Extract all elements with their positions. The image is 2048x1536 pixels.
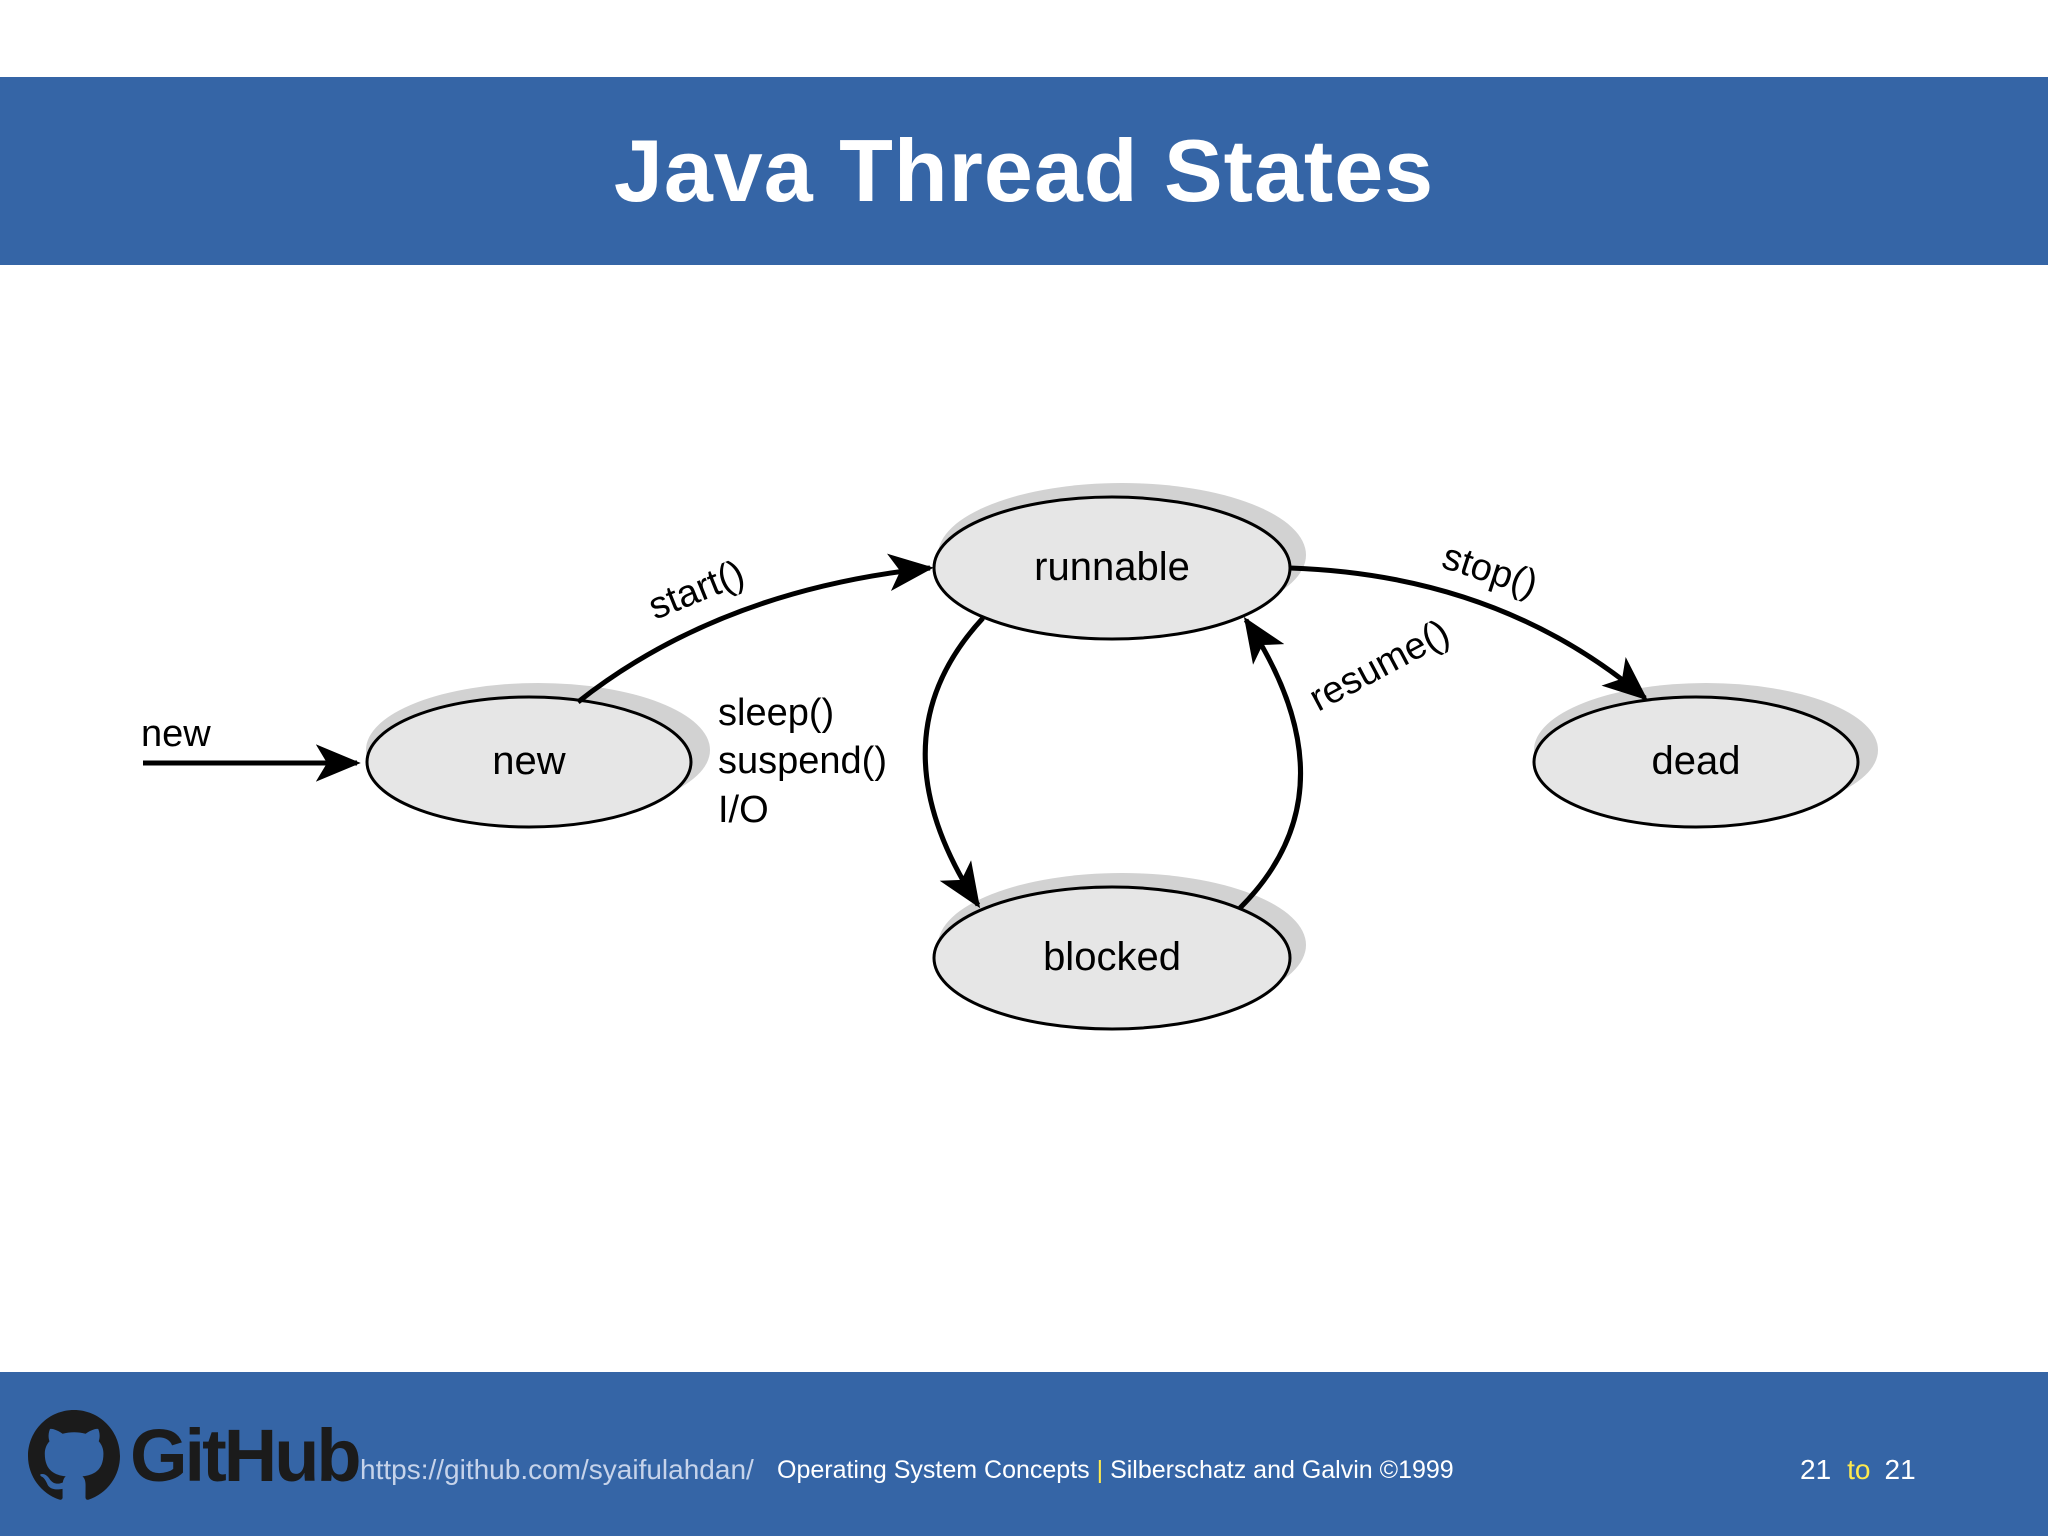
octocat-icon: [28, 1410, 120, 1500]
github-wordmark: GitHub: [130, 1414, 362, 1497]
page-to: to: [1847, 1454, 1871, 1485]
io-transition-label: I/O: [718, 789, 769, 831]
page-counter: 21 to 21: [1800, 1454, 1916, 1486]
blocked-state-label: blocked: [1043, 935, 1181, 979]
sleep-transition-label: sleep(): [718, 692, 834, 734]
stop-transition-arrow: [1289, 565, 1648, 701]
resume-transition-label: resume(): [1303, 611, 1457, 719]
entry-arrow-label: new: [141, 713, 211, 755]
dead-state-label: dead: [1652, 739, 1741, 783]
footer-credit: Silberschatz and Galvin ©1999: [1110, 1456, 1454, 1484]
github-logo: GitHub: [28, 1410, 362, 1502]
page-total: 21: [1884, 1454, 1916, 1485]
page-current: 21: [1800, 1454, 1832, 1485]
suspend-transition-label: suspend(): [718, 740, 887, 782]
title-bar: Java Thread States: [0, 77, 2048, 265]
thread-state-diagram: new runnable blocked dead new start() st…: [141, 483, 1878, 1031]
footer-course: Operating System Concepts: [777, 1456, 1090, 1484]
new-state: [365, 695, 693, 829]
start-transition-label: start(): [643, 552, 751, 628]
new-state-label: new: [492, 739, 565, 783]
block-transition-arrow: [922, 616, 985, 909]
start-transition-arrow: [576, 553, 934, 704]
footer-credit-text: Operating System Concepts | Silberschatz…: [777, 1456, 1454, 1485]
slide-title: Java Thread States: [613, 121, 1435, 220]
resume-transition-arrow: [1238, 616, 1303, 910]
blocked-state: [932, 885, 1292, 1031]
runnable-state-label: runnable: [1034, 545, 1190, 589]
footer-github-link[interactable]: https://github.com/syaifulahdan/: [360, 1454, 754, 1485]
footer-bar: GitHub https://github.com/syaifulahdan/ …: [0, 1372, 2048, 1536]
footer-separator: |: [1096, 1456, 1104, 1484]
dead-state: [1532, 695, 1860, 829]
